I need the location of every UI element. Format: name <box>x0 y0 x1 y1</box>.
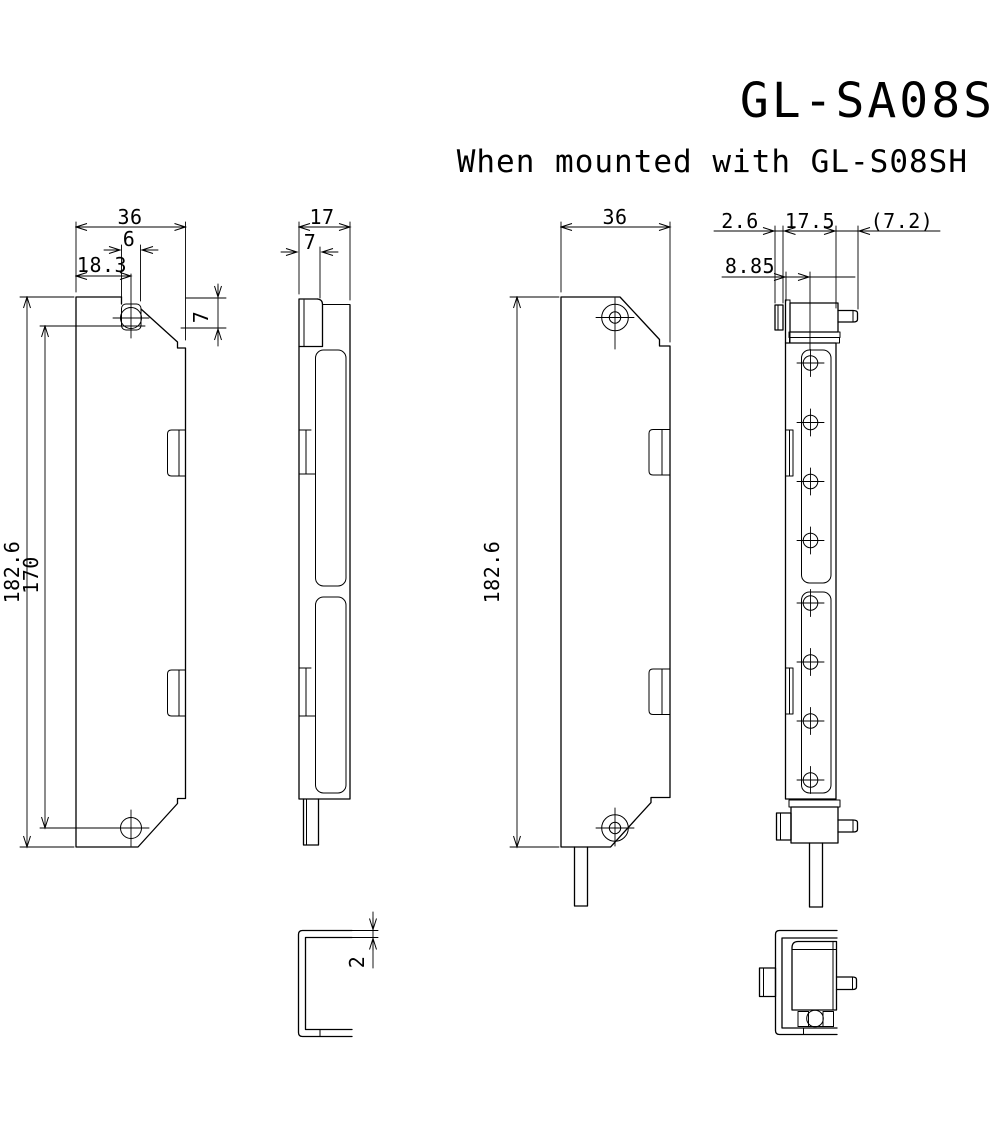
view-bracket-front: 36 6 18.3 7 182.6 170 <box>0 205 227 848</box>
dim-label-beam-axis-offset: 8.85 <box>725 254 775 278</box>
mounted-side-cable <box>808 842 824 908</box>
section-left-tab <box>758 967 777 998</box>
dim-label-boss-height: 7 <box>189 311 213 324</box>
bottom-mount-tab <box>775 812 792 841</box>
section-bracket-inner <box>781 937 838 1029</box>
dim-label-hole-pitch: 170 <box>19 556 43 594</box>
body-notch-2 <box>785 667 794 715</box>
bracket-side-top-step <box>298 298 324 348</box>
dim-label-thickness: 2 <box>345 956 369 969</box>
body-notch-1 <box>785 429 794 477</box>
bracket-side-slot-1 <box>315 349 347 587</box>
dim-label-connector-protrusion: (7.2) <box>871 209 934 233</box>
dim-label-width: 36 <box>117 205 142 229</box>
dim-label-mount-offset: 2.6 <box>721 209 759 233</box>
view-mounted-front: 36 182.6 <box>480 205 671 907</box>
dim-label-depth: 17.5 <box>785 209 835 233</box>
bracket-front-tab-2 <box>167 669 186 717</box>
bottom-flange <box>788 799 841 808</box>
bracket-front-tab-1 <box>167 429 186 477</box>
bottom-connector-block <box>790 806 839 844</box>
drawing-subtitle: When mounted with GL-S08SH <box>457 144 968 180</box>
dim-label-depth: 17 <box>309 205 334 229</box>
bracket-side-step-2 <box>298 667 316 717</box>
beam-slot-2 <box>801 591 832 794</box>
dim-label-hole-offset: 18.3 <box>77 253 127 277</box>
beam-slot-1 <box>801 349 832 584</box>
view-bracket-section: 2 <box>297 911 379 1038</box>
bottom-connector-pin <box>837 819 859 833</box>
channel-inner <box>304 936 353 1031</box>
drawing-title: GL-SA08S <box>740 73 995 129</box>
bracket-side-slot-2 <box>315 596 347 794</box>
bracket-front-outline <box>75 296 187 848</box>
mounted-side-body <box>784 342 837 800</box>
bracket-side-outline <box>298 298 351 800</box>
bracket-side-foot <box>302 798 320 846</box>
section-pin <box>835 976 858 991</box>
dim-label-width: 36 <box>602 205 627 229</box>
bracket-side-step-1 <box>298 429 316 475</box>
view-mounted-section <box>758 929 858 1036</box>
top-connector-block <box>789 302 839 333</box>
channel-outer <box>297 929 353 1038</box>
gland-side-block <box>822 1011 834 1027</box>
mounted-front-tab-2 <box>648 668 671 715</box>
top-connector-pin <box>837 309 859 323</box>
view-bracket-side: 17 7 <box>280 205 351 846</box>
mounted-front-outline <box>560 296 671 848</box>
view-mounted-side: 2.6 17.5 (7.2) 8.85 <box>713 209 941 908</box>
mounted-front-cable <box>573 846 589 907</box>
dim-label-overall-height: 182.6 <box>480 541 504 604</box>
beam-axes <box>796 349 825 794</box>
top-flange-a <box>788 331 841 338</box>
top-mount-tab <box>774 304 784 331</box>
dim-label-overall-height: 182.6 <box>0 541 24 604</box>
cable-gland-circle <box>806 1009 824 1028</box>
dim-label-front-depth: 7 <box>304 230 317 254</box>
mounted-front-tab-1 <box>648 429 671 476</box>
top-flange-b <box>789 337 840 344</box>
dim-label-boss-width: 6 <box>123 227 136 251</box>
section-sensor-body <box>791 940 838 1011</box>
